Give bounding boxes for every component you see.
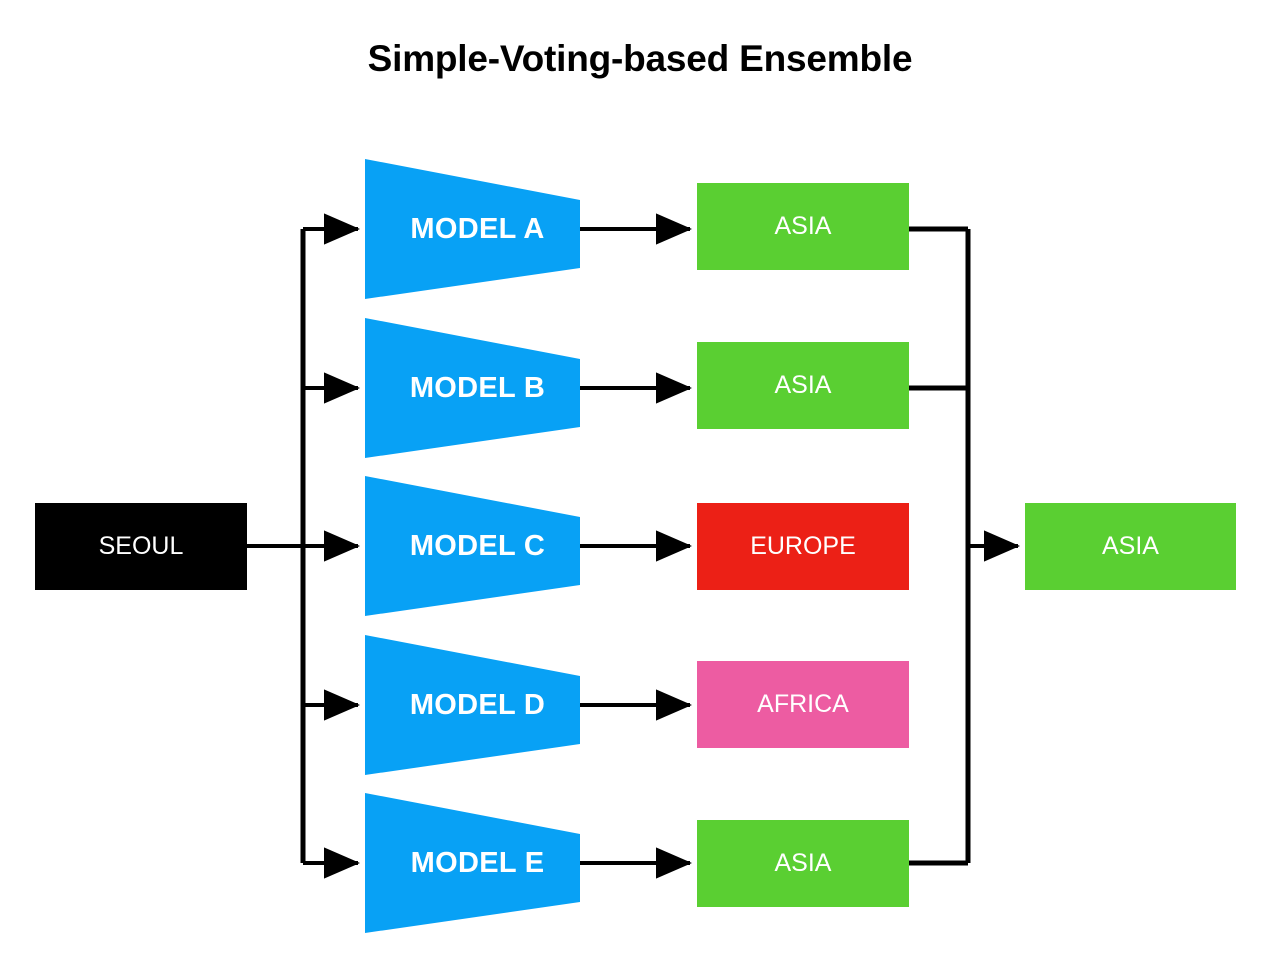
outcome-box-b[interactable] (697, 342, 909, 429)
final-result-box[interactable] (1025, 503, 1236, 590)
outcome-box-a[interactable] (697, 183, 909, 270)
outcome-box-d[interactable] (697, 661, 909, 748)
model-shape-d[interactable] (365, 635, 580, 775)
model-shape-e[interactable] (365, 793, 580, 933)
outcome-box-c[interactable] (697, 503, 909, 590)
model-shape-b[interactable] (365, 318, 580, 458)
page-title: Simple-Voting-based Ensemble (367, 38, 913, 79)
outcome-box-e[interactable] (697, 820, 909, 907)
input-node-seoul[interactable] (35, 503, 247, 590)
model-shape-a[interactable] (365, 159, 580, 299)
model-shape-c[interactable] (365, 476, 580, 616)
